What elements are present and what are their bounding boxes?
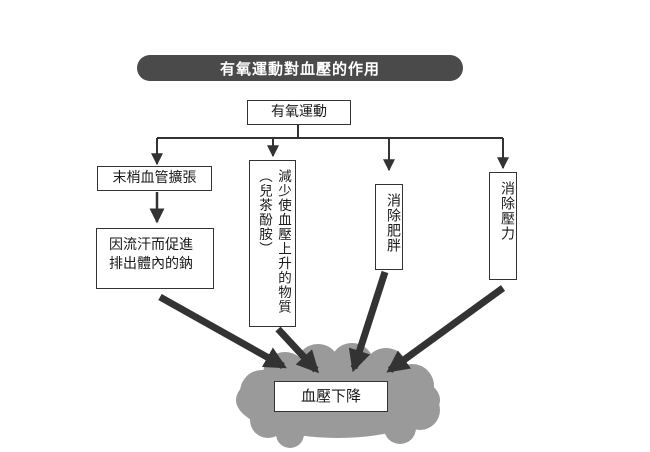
diagram-title: 有氧運動對血壓的作用 (137, 55, 463, 81)
result-arrows (158, 270, 506, 374)
result-node: 血壓下降 (274, 381, 388, 412)
catecholamine-line-2: （兒茶酚胺） (256, 169, 272, 256)
stress-label: 消除壓力 (499, 181, 515, 241)
sodium-line-2: 排出體內的鈉 (109, 256, 193, 272)
branch-vasodilation-label: 末梢血管擴張 (112, 170, 197, 186)
branch-vasodilation: 末梢血管擴張 (97, 166, 212, 191)
catecholamine-line-1: 減少使血壓上升的物質 (275, 169, 291, 314)
obesity-label: 消除肥胖 (385, 193, 401, 253)
branch-stress: 消除壓力 (489, 172, 517, 280)
branch-connectors (149, 125, 509, 224)
sodium-line-1: 因流汗而促進 (109, 237, 193, 253)
branch-obesity: 消除肥胖 (375, 184, 403, 270)
root-label: 有氧運動 (271, 104, 327, 120)
branch-sodium-excretion: 因流汗而促進 排出體內的鈉 (96, 228, 214, 289)
result-label: 血壓下降 (300, 387, 361, 405)
branch-catecholamine: 減少使血壓上升的物質 （兒茶酚胺） (249, 160, 296, 327)
root-node: 有氧運動 (247, 100, 351, 125)
